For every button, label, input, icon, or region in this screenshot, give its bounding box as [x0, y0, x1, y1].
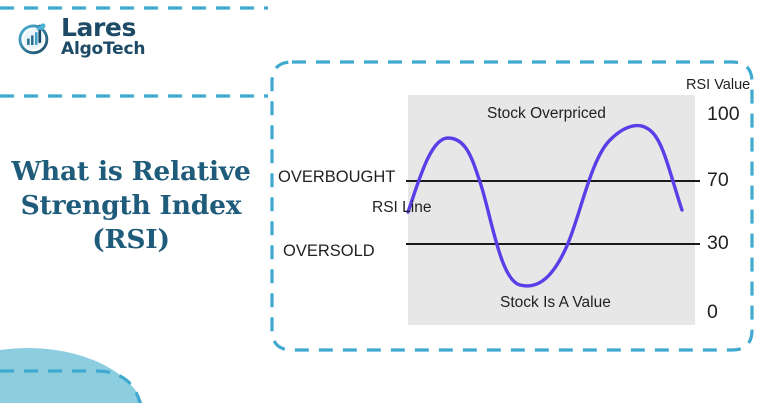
annotation-stock-is-a-value: Stock Is A Value — [500, 294, 611, 311]
page-title: What is Relative Strength Index (RSI) — [11, 156, 251, 255]
axis-caption-rsi-value: RSI Value — [686, 77, 751, 93]
label-rsi-line: RSI Line — [372, 199, 432, 216]
axis-tick-70: 70 — [707, 169, 729, 191]
label-overbought: OVERBOUGHT — [278, 168, 396, 186]
axis-tick-100: 100 — [707, 103, 740, 125]
overbought-threshold-line — [406, 180, 700, 182]
brand-name-secondary: AlgoTech — [61, 39, 146, 59]
plot-background — [408, 95, 695, 325]
decorative-blob — [0, 348, 143, 403]
label-oversold: OVERSOLD — [283, 242, 375, 260]
brand-name-primary: Lares — [61, 13, 136, 42]
annotation-stock-overpriced: Stock Overpriced — [487, 105, 606, 122]
dashed-arc-bottom-left — [0, 369, 142, 403]
brand-wordmark: Lares AlgoTech — [61, 13, 146, 59]
rsi-chart: Stock Overpriced Stock Is A Value OVERBO… — [272, 62, 753, 351]
brand-logo: Lares AlgoTech — [16, 13, 146, 59]
axis-tick-0: 0 — [707, 301, 718, 323]
rsi-line-series — [406, 123, 684, 288]
rsi-curve-path — [406, 123, 684, 288]
axis-tick-30: 30 — [707, 232, 729, 254]
circular-bar-chart-arrow-icon — [18, 23, 49, 54]
oversold-threshold-line — [406, 243, 700, 245]
